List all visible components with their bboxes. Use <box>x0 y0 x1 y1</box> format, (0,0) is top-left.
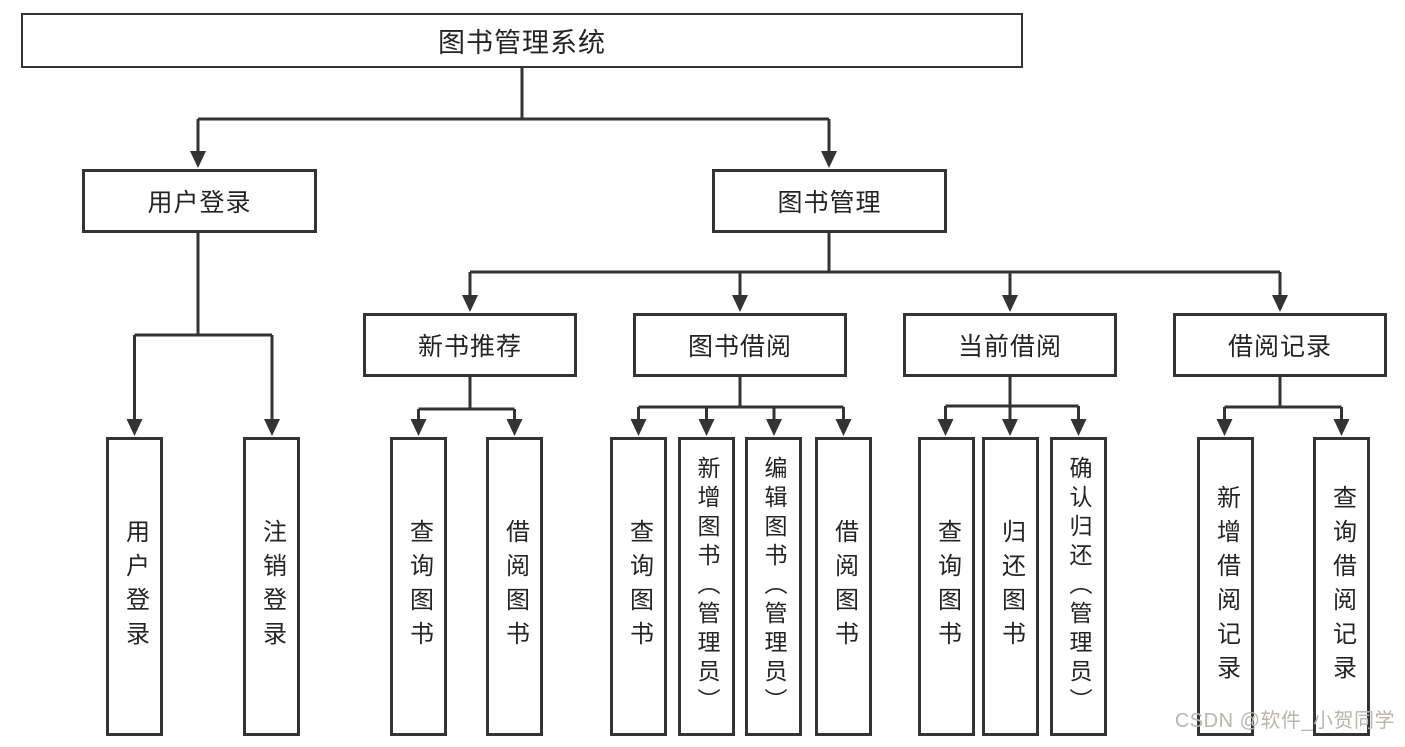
node-current-borrow: 当前借阅 <box>903 313 1117 377</box>
leaf-edit-book-admin: 编辑图书（管理员） <box>745 437 802 736</box>
leaf-borrow-books-1: 借阅图书 <box>486 437 543 736</box>
node-root: 图书管理系统 <box>21 13 1023 68</box>
node-user-login: 用户登录 <box>82 169 317 233</box>
leaf-query-borrow-record: 查询借阅记录 <box>1313 437 1370 736</box>
node-new-book-recommend: 新书推荐 <box>363 313 577 377</box>
leaf-user-login: 用户登录 <box>106 437 163 736</box>
leaf-add-book-admin: 新增图书（管理员） <box>678 437 735 736</box>
node-borrow-records: 借阅记录 <box>1173 313 1387 377</box>
leaf-query-books-1: 查询图书 <box>390 437 447 736</box>
leaf-return-book: 归还图书 <box>982 437 1039 736</box>
arrowheads <box>126 151 1350 436</box>
leaf-logout: 注销登录 <box>243 437 300 736</box>
leaf-borrow-books-2: 借阅图书 <box>815 437 872 736</box>
leaf-query-books-3: 查询图书 <box>918 437 975 736</box>
node-book-management: 图书管理 <box>712 169 947 233</box>
node-book-borrow: 图书借阅 <box>633 313 847 377</box>
leaf-confirm-return-admin: 确认归还（管理员） <box>1050 437 1107 736</box>
leaf-query-books-2: 查询图书 <box>610 437 667 736</box>
leaf-add-borrow-record: 新增借阅记录 <box>1197 437 1254 736</box>
watermark: CSDN @软件_小贺同学 <box>1174 710 1395 732</box>
